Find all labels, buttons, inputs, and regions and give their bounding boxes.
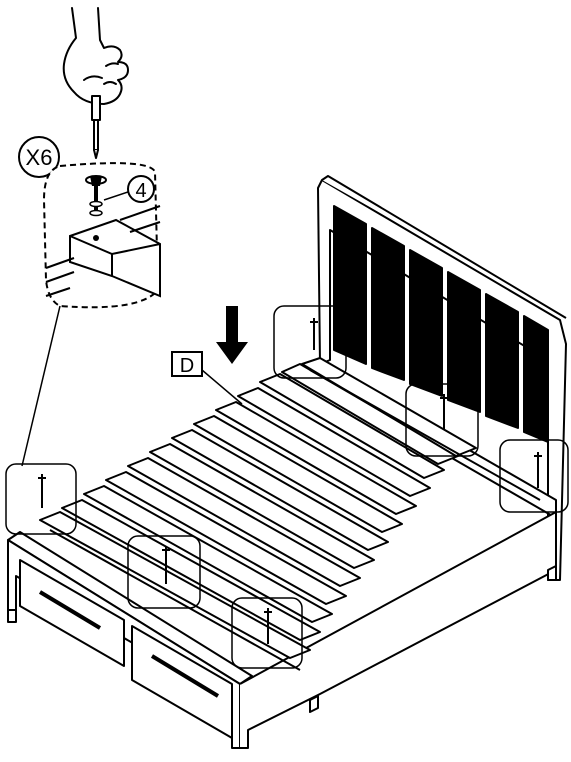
quantity-label: X6 [26,145,53,170]
drawer-right [131,625,233,739]
slats [39,357,541,671]
part-letter-tag: D [171,351,243,405]
screw-markers [38,318,542,644]
part-letter-label: D [180,355,194,377]
hand-holding-screwdriver-icon [62,7,129,159]
headboard [317,175,567,581]
part-number-label: 4 [135,180,146,202]
arrow-down-icon [216,306,248,364]
detail-callout: 4 [21,162,161,467]
quantity-badge: X6 [18,136,60,178]
highlight-boxes [5,305,569,669]
screw-icon [85,175,107,241]
